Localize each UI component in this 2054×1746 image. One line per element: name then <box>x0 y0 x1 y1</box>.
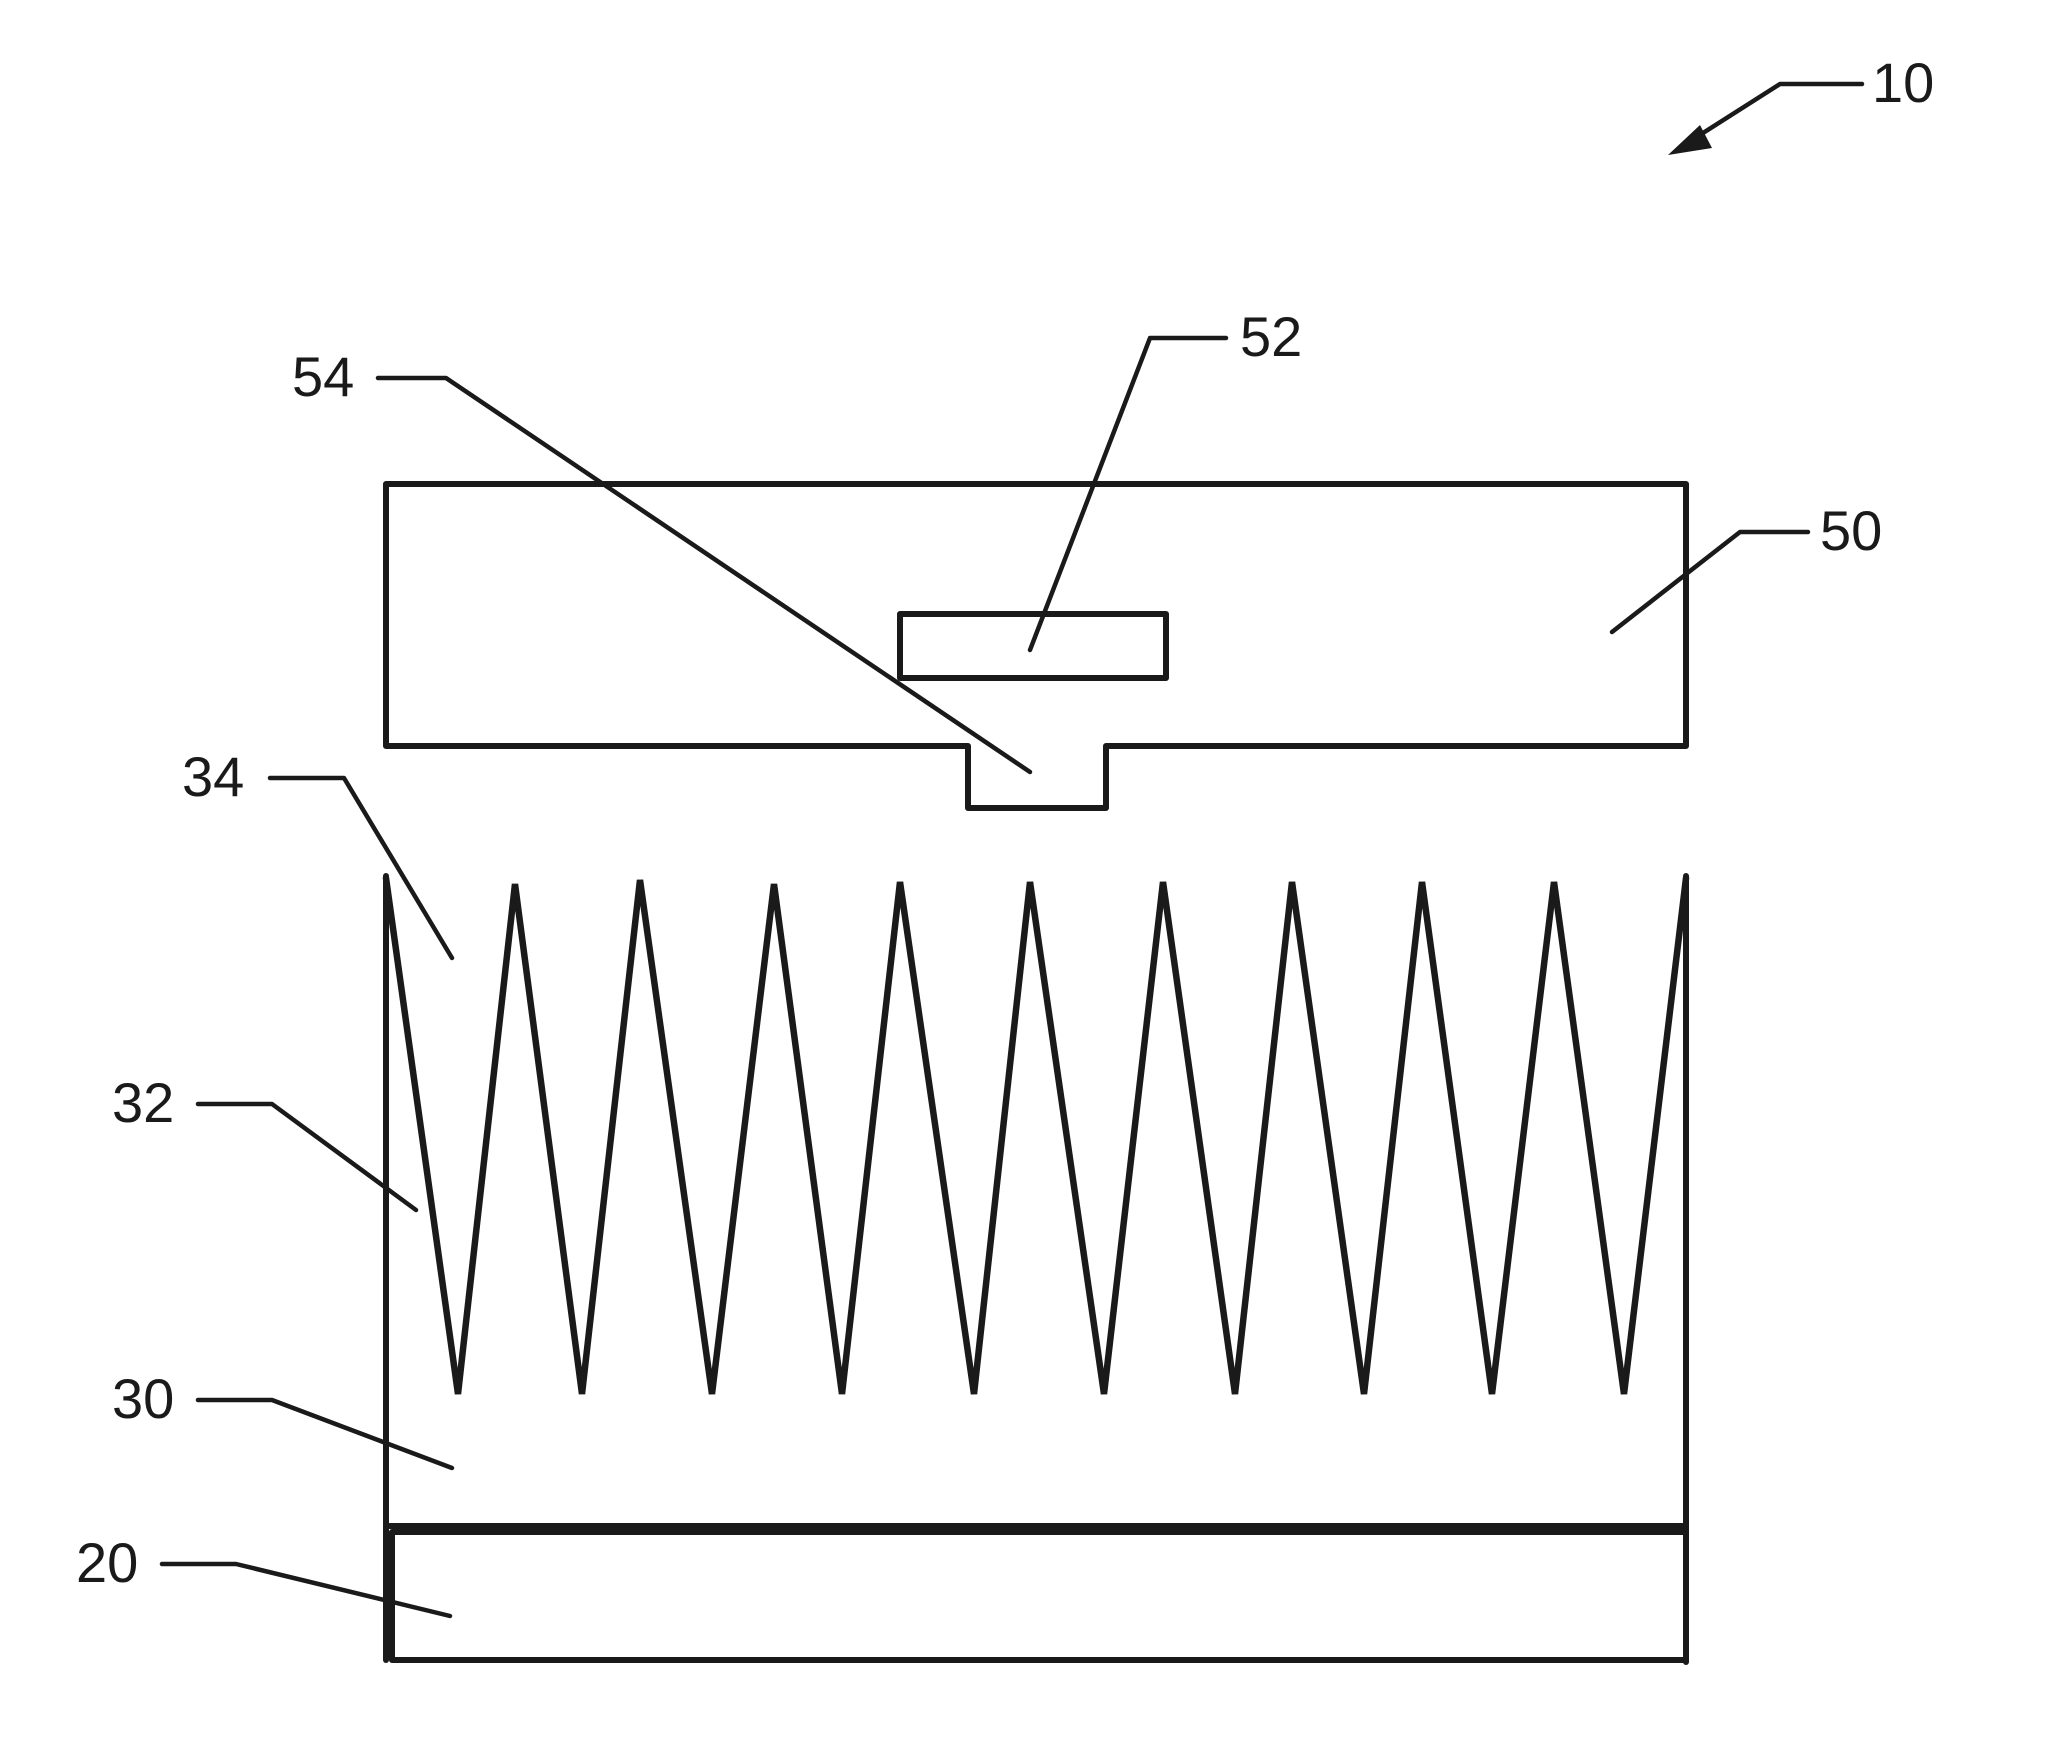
top-plate <box>386 484 1686 808</box>
label-54: 54 <box>292 345 354 408</box>
leader-54 <box>378 378 1030 772</box>
label-30: 30 <box>112 1367 174 1430</box>
label-20: 20 <box>76 1531 138 1594</box>
label-50: 50 <box>1820 499 1882 562</box>
callout-30: 30 <box>112 1367 452 1468</box>
sawtooth-32 <box>386 878 1686 1394</box>
leader-52 <box>1030 338 1226 650</box>
leader-34 <box>270 778 452 958</box>
label-10: 10 <box>1872 51 1934 114</box>
lower-body <box>386 876 1686 1662</box>
callout-52: 52 <box>1030 305 1302 650</box>
leader-20 <box>162 1564 450 1616</box>
leader-30 <box>198 1400 452 1468</box>
callout-34: 34 <box>182 745 452 958</box>
callout-54: 54 <box>292 345 1030 772</box>
label-34: 34 <box>182 745 244 808</box>
base-layer-20 <box>392 1532 1686 1660</box>
callout-32: 32 <box>112 1071 416 1210</box>
callout-10: 10 <box>1668 51 1934 155</box>
label-32: 32 <box>112 1071 174 1134</box>
callout-50: 50 <box>1612 499 1882 632</box>
label-52: 52 <box>1240 305 1302 368</box>
arrow-line-10 <box>1692 84 1862 140</box>
leader-50 <box>1612 532 1808 632</box>
top-plate-outline <box>386 484 1686 808</box>
